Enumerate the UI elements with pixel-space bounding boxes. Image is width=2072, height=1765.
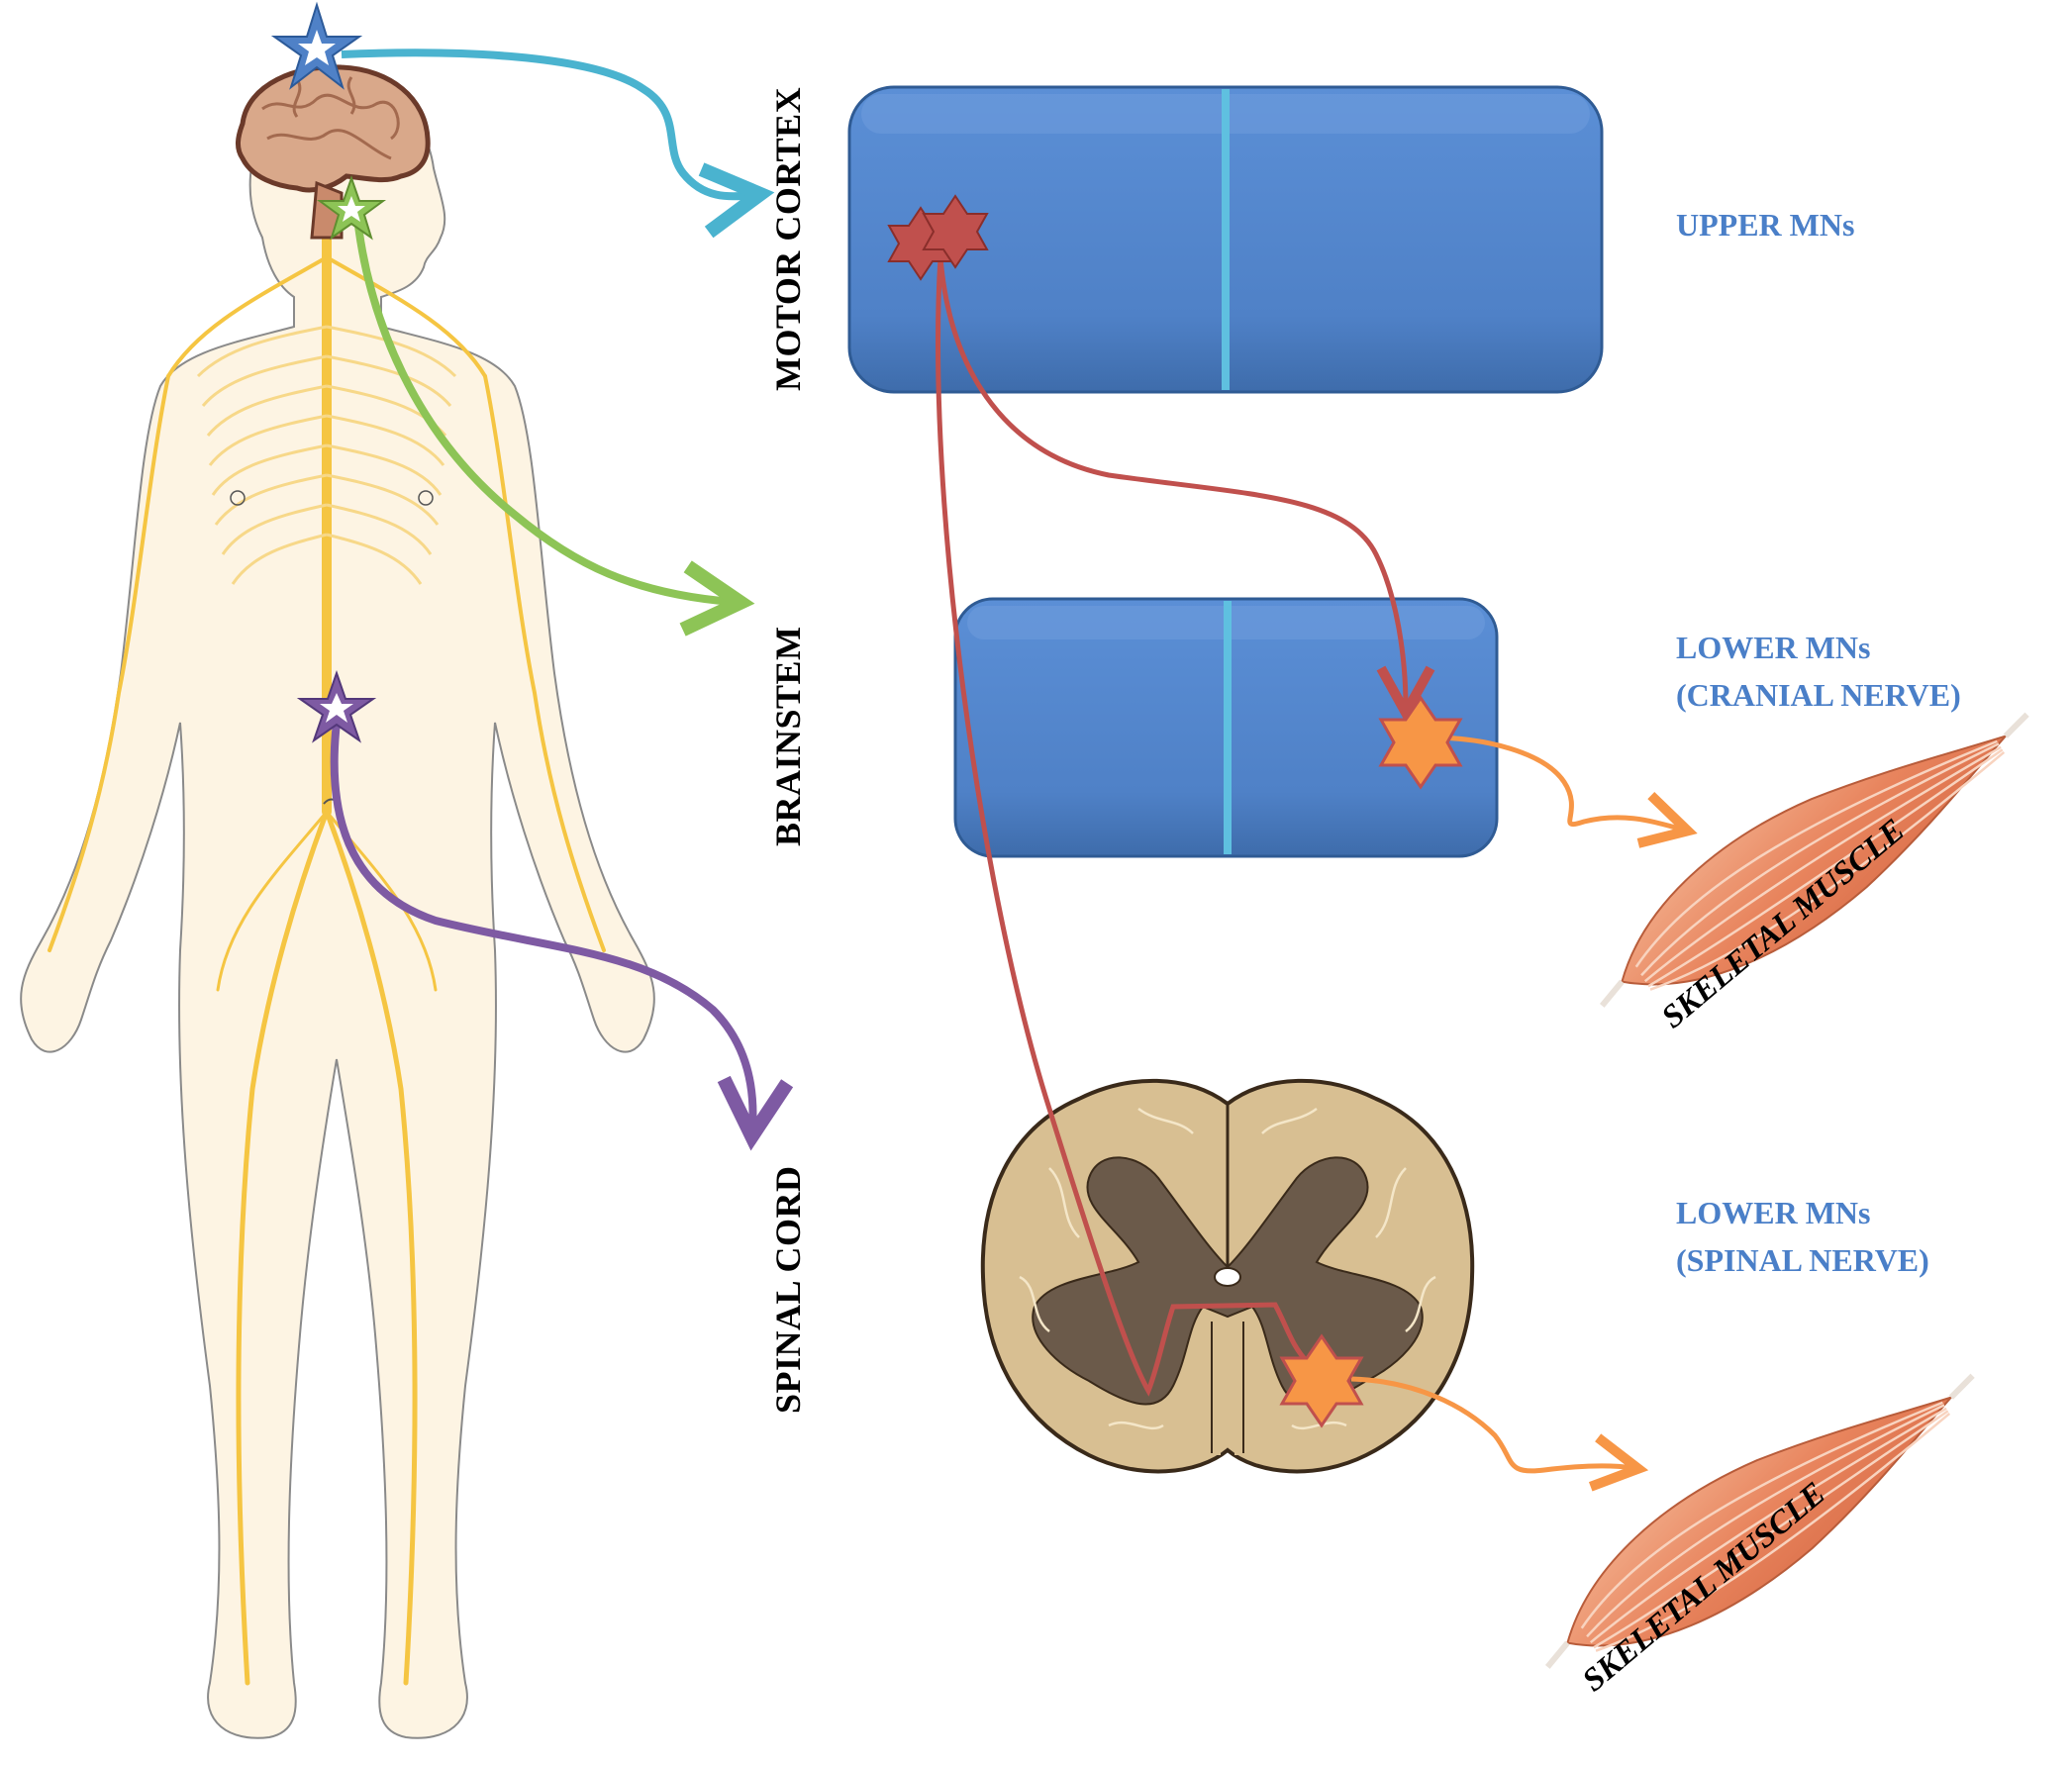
upper-mn-to-brainstem-path	[937, 256, 1406, 708]
skeletal-muscle-top-icon	[1599, 712, 2029, 1008]
motor-cortex-arrow	[341, 49, 775, 239]
lower-mn-cranial-path	[1430, 735, 1683, 830]
upper-mns-label: UPPER MNs	[1676, 207, 1854, 243]
motor-cortex-star-icon	[270, 1, 363, 90]
lower-mn-spinal-star-icon	[1279, 1333, 1364, 1428]
lower-mn-spinal-path	[1350, 1376, 1633, 1471]
nipple-right	[418, 490, 434, 506]
lower-mns-cranial-label-line2: (CRANIAL NERVE)	[1676, 677, 1961, 713]
spinal-cord-star-icon	[296, 669, 377, 743]
brainstem-label: BRAINSTEM	[768, 626, 808, 846]
lower-mns-spinal-label-line1: LOWER MNs	[1676, 1195, 1870, 1230]
motor-cortex-panel	[847, 85, 1604, 394]
brain-illustration	[236, 64, 431, 240]
nipple-left	[230, 490, 246, 506]
motor-cortex-label: MOTOR CORTEX	[768, 87, 808, 391]
spinal-cord-arrow	[330, 722, 794, 1151]
spinal-cord-cross-section	[980, 1078, 1475, 1474]
upper-mn-to-spinal-path	[936, 256, 1309, 1397]
lower-mns-spinal-label-line2: (SPINAL NERVE)	[1676, 1242, 1929, 1278]
skeletal-muscle-bottom-icon	[1544, 1373, 1975, 1669]
central-canal	[1214, 1267, 1241, 1287]
upper-mn-star-icon	[887, 194, 989, 281]
lower-mns-cranial-label-line1: LOWER MNs	[1676, 630, 1870, 665]
spinal-cord-label: SPINAL CORD	[768, 1165, 808, 1414]
lower-mn-cranial-star-icon	[1378, 695, 1463, 790]
body-silhouette	[20, 89, 655, 1739]
brainstem-arrow	[352, 207, 755, 637]
brainstem-star-icon	[316, 174, 387, 241]
intercostal-nerves	[196, 325, 457, 585]
brainstem-panel	[953, 597, 1499, 858]
human-body-illustration	[20, 64, 655, 1739]
